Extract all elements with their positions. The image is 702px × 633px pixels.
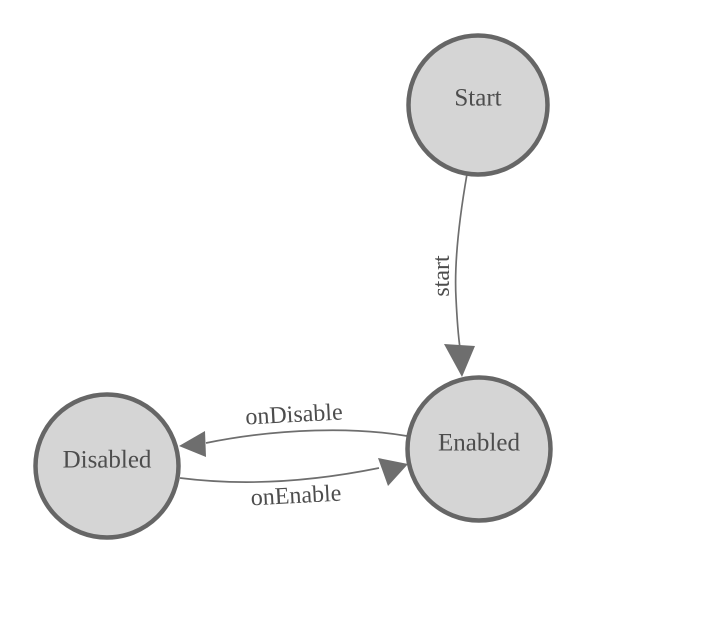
state-node-enabled-label: Enabled xyxy=(438,430,520,457)
state-node-start[interactable]: Start xyxy=(406,33,550,177)
transition-ondisable[interactable]: onDisable xyxy=(179,399,408,457)
state-node-enabled[interactable]: Enabled xyxy=(405,375,553,523)
transition-start-line[interactable] xyxy=(454,173,468,349)
transition-onenable-arrowhead-icon xyxy=(378,458,408,486)
transition-ondisable-arrowhead-icon xyxy=(179,431,206,457)
state-node-start-circle[interactable] xyxy=(406,33,550,177)
state-node-disabled-label: Disabled xyxy=(63,447,152,474)
transition-start-arrowhead-icon xyxy=(444,344,475,377)
transition-onenable-label: onEnable xyxy=(250,481,342,512)
state-node-disabled[interactable]: Disabled xyxy=(33,392,181,540)
transition-ondisable-label: onDisable xyxy=(245,399,344,430)
transition-start[interactable]: start xyxy=(429,173,475,377)
state-node-enabled-circle[interactable] xyxy=(405,375,553,523)
transition-start-label: start xyxy=(429,255,455,297)
state-node-start-label: Start xyxy=(454,85,501,112)
transition-onenable-line[interactable] xyxy=(179,467,380,483)
transition-ondisable-line[interactable] xyxy=(205,429,408,444)
state-node-disabled-circle[interactable] xyxy=(33,392,181,540)
transition-onenable[interactable]: onEnable xyxy=(179,458,408,512)
